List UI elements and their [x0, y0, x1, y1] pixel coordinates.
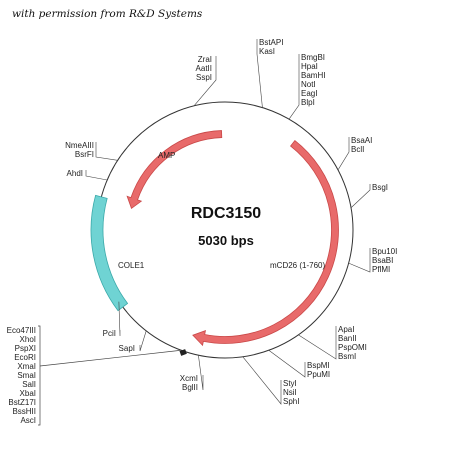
- mcd26-arrow: [192, 139, 339, 347]
- site-leader-line: [288, 54, 300, 120]
- site-label-nsii: NsiI: [283, 388, 297, 397]
- site-label-styi: StyI: [283, 379, 297, 388]
- site-label-bpu10i: Bpu10I: [372, 247, 397, 256]
- site-label-sphi: SphI: [283, 397, 299, 406]
- site-leader-line: [198, 355, 204, 391]
- site-label-bsaai: BsaAI: [351, 136, 372, 145]
- site-label-bsabi: BsaBI: [372, 256, 393, 265]
- site-label-sapi: SapI: [119, 344, 135, 353]
- site-label-bmgbi: BmgBI: [301, 53, 325, 62]
- site-label-xcmi: XcmI: [180, 374, 198, 383]
- site-leader-line: [85, 170, 108, 181]
- site-label-pspxi: PspXI: [15, 344, 36, 353]
- site-leader-line: [348, 248, 371, 273]
- site-label-ppumi: PpuMI: [307, 370, 330, 379]
- site-label-xbai: XbaI: [20, 389, 36, 398]
- site-label-eagi: EagI: [301, 89, 317, 98]
- site-marker: [179, 349, 187, 356]
- site-leader-line: [118, 301, 121, 337]
- site-label-bsgi: BsgI: [372, 183, 388, 192]
- cole1-feature: [90, 194, 129, 312]
- site-label-blpi: BlpI: [301, 98, 315, 107]
- site-label-sali: SalI: [22, 380, 36, 389]
- site-label-aatii: AatII: [196, 64, 212, 73]
- mcd26-label: mCD26 (1-760): [270, 261, 325, 270]
- site-label-xhoi: XhoI: [20, 335, 36, 344]
- site-label-nmeaiii: NmeAIII: [65, 141, 94, 150]
- site-label-bstapi: BstAPI: [259, 38, 283, 47]
- site-label-apai: ApaI: [338, 325, 354, 334]
- site-label-hpai: HpaI: [301, 62, 318, 71]
- plasmid-size: 5030 bps: [198, 233, 254, 248]
- site-label-bspmi: BspMI: [307, 361, 330, 370]
- site-label-smai: SmaI: [17, 371, 36, 380]
- site-label-pcii: PciI: [103, 329, 116, 338]
- site-label-eco47iii: Eco47III: [7, 326, 36, 335]
- amp-arrow: [126, 130, 223, 210]
- plasmid-name: RDC3150: [191, 205, 261, 222]
- mcs-leader-line: [39, 349, 182, 367]
- site-leader-line: [298, 326, 337, 360]
- site-label-kasi: KasI: [259, 47, 275, 56]
- site-label-sspi: SspI: [196, 73, 212, 82]
- site-label-pflmi: PflMI: [372, 265, 390, 274]
- site-leader-line: [256, 39, 263, 108]
- site-label-ahdi: AhdI: [67, 169, 83, 178]
- site-leader-line: [268, 350, 306, 378]
- plasmid-backbone: [96, 101, 354, 359]
- site-label-ecori: EcoRI: [14, 353, 36, 362]
- site-label-xmai: XmaI: [17, 362, 36, 371]
- site-leader-line: [350, 184, 371, 208]
- amp-label: AMP: [158, 151, 175, 160]
- site-leader-line: [242, 356, 282, 405]
- cole1-label: COLE1: [118, 261, 145, 270]
- mcs-bracket: [38, 325, 41, 426]
- site-label-bstz17i: BstZ17I: [8, 398, 36, 407]
- site-label-bglii: BglII: [182, 383, 198, 392]
- site-label-banii: BanII: [338, 334, 357, 343]
- site-label-bsmi: BsmI: [338, 352, 356, 361]
- site-label-noti: NotI: [301, 80, 316, 89]
- site-label-zrai: ZraI: [198, 55, 212, 64]
- site-label-bsshii: BssHII: [12, 407, 36, 416]
- site-leader-line: [95, 142, 118, 161]
- site-leader-line: [337, 137, 350, 171]
- site-label-pspomi: PspOMI: [338, 343, 367, 352]
- site-label-asci: AscI: [20, 416, 36, 425]
- site-leader-line: [193, 56, 217, 106]
- site-label-bamhi: BamHI: [301, 71, 325, 80]
- permission-credit: with permission from R&D Systems: [12, 8, 203, 20]
- site-leader-line: [139, 330, 147, 352]
- site-label-bcli: BclI: [351, 145, 364, 154]
- site-label-bsrfi: BsrFI: [75, 150, 94, 159]
